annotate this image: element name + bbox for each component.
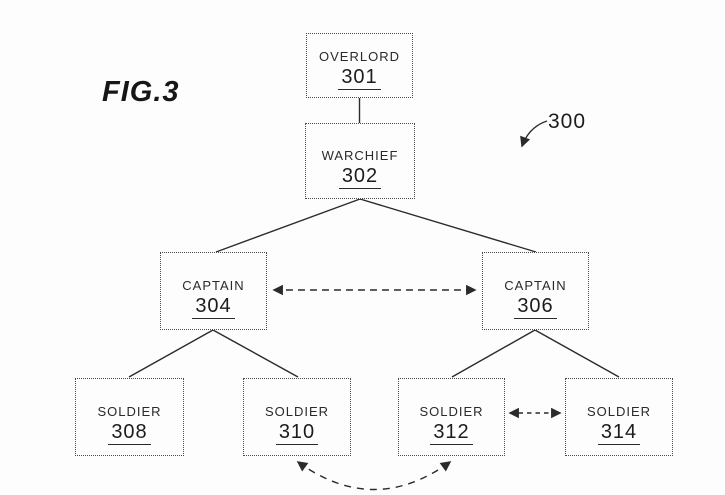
node-captain-306: CAPTAIN 306 bbox=[482, 252, 589, 330]
node-soldier-310: SOLDIER 310 bbox=[243, 378, 351, 456]
edge-302-304 bbox=[215, 198, 361, 253]
figure-reference-number: 300 bbox=[548, 110, 587, 133]
node-captain-304: CAPTAIN 304 bbox=[160, 252, 267, 330]
node-number: 314 bbox=[597, 421, 641, 445]
edge-302-306 bbox=[359, 198, 537, 253]
node-number: 301 bbox=[338, 67, 381, 90]
node-overlord-301: OVERLORD 301 bbox=[306, 33, 413, 98]
edge-304-310 bbox=[212, 329, 299, 378]
node-label: SOLDIER bbox=[419, 403, 484, 419]
edge-306-312 bbox=[451, 329, 536, 378]
node-label: WARCHIEF bbox=[321, 147, 399, 163]
node-number: 302 bbox=[338, 165, 382, 189]
node-label: OVERLORD bbox=[319, 49, 400, 64]
node-label: SOLDIER bbox=[586, 403, 652, 419]
node-label: CAPTAIN bbox=[504, 277, 567, 293]
node-warchief-302: WARCHIEF 302 bbox=[305, 123, 415, 199]
node-number: 306 bbox=[514, 295, 557, 319]
node-soldier-308: SOLDIER 308 bbox=[75, 378, 184, 456]
figure-label: FIG.3 bbox=[102, 76, 180, 108]
node-number: 310 bbox=[275, 421, 319, 445]
node-label: SOLDIER bbox=[264, 403, 330, 419]
node-soldier-314: SOLDIER 314 bbox=[565, 378, 673, 456]
edge-310-312-curved-dashed-arrow bbox=[296, 461, 452, 491]
node-number: 308 bbox=[108, 421, 151, 445]
edge-306-314 bbox=[534, 329, 620, 378]
node-number: 312 bbox=[430, 421, 473, 445]
edge-304-308 bbox=[128, 329, 214, 378]
node-soldier-312: SOLDIER 312 bbox=[398, 378, 505, 456]
node-number: 304 bbox=[192, 295, 235, 319]
reference-300-lead-arrow bbox=[520, 120, 548, 148]
node-label: SOLDIER bbox=[97, 403, 162, 419]
node-label: CAPTAIN bbox=[182, 277, 245, 293]
